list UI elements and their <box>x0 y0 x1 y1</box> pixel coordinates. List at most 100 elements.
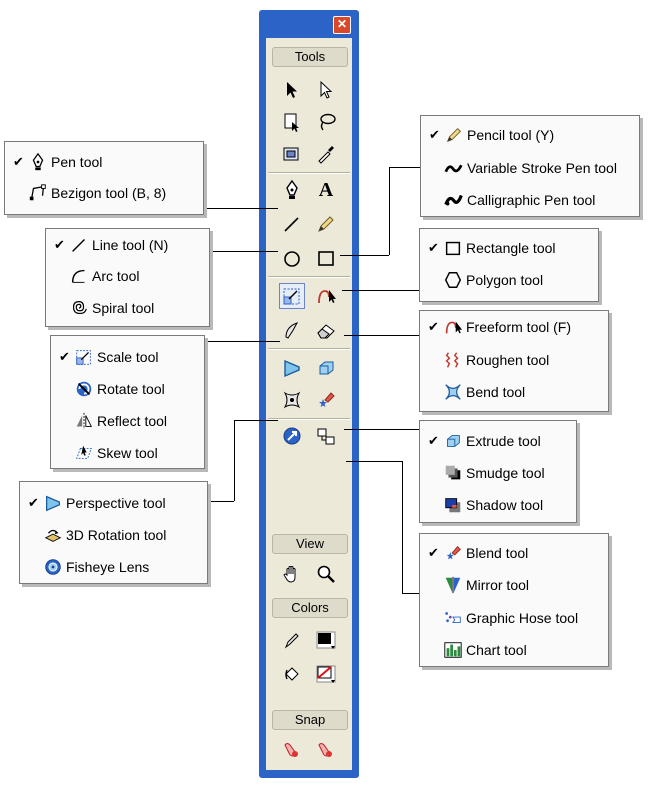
page-tool-button[interactable] <box>280 110 304 134</box>
flyout-item-label: Bezigon tool (B, 8) <box>51 185 167 201</box>
no-color-icon <box>316 665 336 683</box>
pencil-tool-button[interactable] <box>314 212 338 236</box>
pointer-tool-button[interactable] <box>280 78 304 102</box>
knife-tool-button[interactable] <box>280 318 304 342</box>
flyout-item-variable-stroke-pen-tool[interactable]: Variable Stroke Pen tool <box>429 157 617 179</box>
check-mark: ✔ <box>428 433 439 448</box>
flyout-item-mirror-tool[interactable]: Mirror tool <box>428 574 529 596</box>
eraser-icon <box>317 324 335 339</box>
perspective-tool-button[interactable] <box>280 356 304 380</box>
flyout-item-extrude-tool[interactable]: ✔ Extrude tool <box>428 430 541 452</box>
connector-line <box>203 341 280 342</box>
magnet-icon <box>318 743 332 757</box>
check-mark: ✔ <box>13 154 24 169</box>
perspective-icon <box>42 492 64 514</box>
crop-tool-button[interactable] <box>280 142 304 166</box>
eyedropper-tool-button[interactable] <box>314 142 338 166</box>
freeform-icon <box>318 290 336 304</box>
blend-icon <box>442 542 464 564</box>
connector-line <box>402 593 420 594</box>
eraser-tool-button[interactable] <box>314 318 338 342</box>
variable-stroke-icon <box>443 157 465 179</box>
flyout-item-bezigon-tool[interactable]: Bezigon tool (B, 8) <box>13 182 166 204</box>
close-button[interactable]: ✕ <box>333 16 351 34</box>
rotate-icon <box>73 378 95 400</box>
text-tool-button[interactable]: A <box>314 178 338 202</box>
flyout-item-rotate-tool[interactable]: Rotate tool <box>59 378 165 400</box>
text-icon: A <box>318 179 334 201</box>
3d-rotation-icon <box>42 524 64 546</box>
flyout-item-shadow-tool[interactable]: Shadow tool <box>428 494 543 516</box>
freeform-icon <box>442 316 464 338</box>
flyout-freeform: ✔ Freeform tool (F) Roughen tool Bend to… <box>419 310 609 412</box>
flyout-item-arc-tool[interactable]: Arc tool <box>54 265 139 287</box>
flyout-item-bend-tool[interactable]: Bend tool <box>428 381 525 403</box>
freeform-tool-button[interactable] <box>314 284 338 308</box>
reflect-icon <box>73 410 95 432</box>
link-tool-button[interactable] <box>280 424 304 448</box>
snap-to-point-button[interactable] <box>314 738 338 762</box>
trace-tool-button[interactable] <box>314 424 338 448</box>
flyout-item-spiral-tool[interactable]: Spiral tool <box>54 297 154 319</box>
flyout-item-polygon-tool[interactable]: Polygon tool <box>428 269 543 291</box>
chart-icon <box>442 639 464 661</box>
pen-icon <box>27 151 49 173</box>
connector-line <box>208 251 278 252</box>
extrude-tool-button[interactable] <box>314 356 338 380</box>
pen-tool-button[interactable] <box>280 178 304 202</box>
flyout-item-pen-tool[interactable]: ✔ Pen tool <box>13 151 102 173</box>
magnet-icon <box>284 743 298 757</box>
check-mark: ✔ <box>429 127 440 142</box>
flyout-item-rectangle-tool[interactable]: ✔ Rectangle tool <box>428 237 556 259</box>
flyout-item-freeform-tool[interactable]: ✔ Freeform tool (F) <box>428 316 571 338</box>
line-icon <box>284 217 299 232</box>
bezigon-icon <box>27 182 49 204</box>
flyout-rectangle: ✔ Rectangle tool Polygon tool <box>419 228 599 302</box>
flyout-item-roughen-tool[interactable]: Roughen tool <box>428 349 549 371</box>
flyout-item-label: Chart tool <box>466 642 527 658</box>
check-mark: ✔ <box>59 349 70 364</box>
flyout-item-reflect-tool[interactable]: Reflect tool <box>59 410 167 432</box>
graphic-hose-icon <box>442 607 464 629</box>
stroke-color-toggle[interactable] <box>280 628 304 652</box>
eyedropper-icon <box>318 146 334 164</box>
flyout-item-fisheye-lens[interactable]: Fisheye Lens <box>28 556 149 578</box>
blend-tool-button[interactable] <box>314 388 338 412</box>
zoom-tool-button[interactable] <box>314 562 338 586</box>
flyout-item-blend-tool[interactable]: ✔ Blend tool <box>428 542 528 564</box>
flyout-item-pencil-tool[interactable]: ✔ Pencil tool (Y) <box>429 124 554 146</box>
flyout-item-graphic-hose-tool[interactable]: Graphic Hose tool <box>428 607 578 629</box>
check-mark: ✔ <box>428 319 439 334</box>
flyout-item-line-tool[interactable]: ✔ Line tool (N) <box>54 234 168 256</box>
snap-to-grid-button[interactable] <box>280 738 304 762</box>
flyout-pen: ✔ Pen tool Bezigon tool (B, 8) <box>4 141 204 215</box>
crop-icon <box>283 147 299 161</box>
subselect-tool-button[interactable] <box>314 78 338 102</box>
flyout-item-label: Bend tool <box>466 384 526 400</box>
flyout-item-3d-rotation-tool[interactable]: 3D Rotation tool <box>28 524 166 546</box>
flyout-item-chart-tool[interactable]: Chart tool <box>428 639 527 661</box>
flyout-item-calligraphic-pen-tool[interactable]: Calligraphic Pen tool <box>429 189 595 211</box>
fill-color-toggle[interactable] <box>280 662 304 686</box>
flyout-item-smudge-tool[interactable]: Smudge tool <box>428 462 545 484</box>
scale-icon <box>283 288 300 305</box>
connector-line <box>206 501 234 502</box>
flyout-item-scale-tool[interactable]: ✔ Scale tool <box>59 346 158 368</box>
line-tool-button[interactable] <box>280 212 304 236</box>
stroke-color-well[interactable] <box>314 628 338 652</box>
hand-tool-button[interactable] <box>280 562 304 586</box>
flyout-item-label: Spiral tool <box>92 300 155 316</box>
connector-line <box>202 208 278 209</box>
fill-color-well[interactable] <box>314 662 338 686</box>
envelope-tool-button[interactable] <box>280 388 304 412</box>
rectangle-tool-button[interactable] <box>314 246 338 270</box>
ellipse-tool-button[interactable] <box>280 246 304 270</box>
flyout-item-skew-tool[interactable]: Skew tool <box>59 442 158 464</box>
flyout-item-label: Rectangle tool <box>466 240 556 256</box>
flyout-item-perspective-tool[interactable]: ✔ Perspective tool <box>28 492 166 514</box>
calligraphic-icon <box>443 189 465 211</box>
lasso-tool-button[interactable] <box>314 110 338 134</box>
skew-icon <box>73 442 95 464</box>
scale-tool-button[interactable] <box>279 283 305 309</box>
page-icon <box>284 113 299 132</box>
